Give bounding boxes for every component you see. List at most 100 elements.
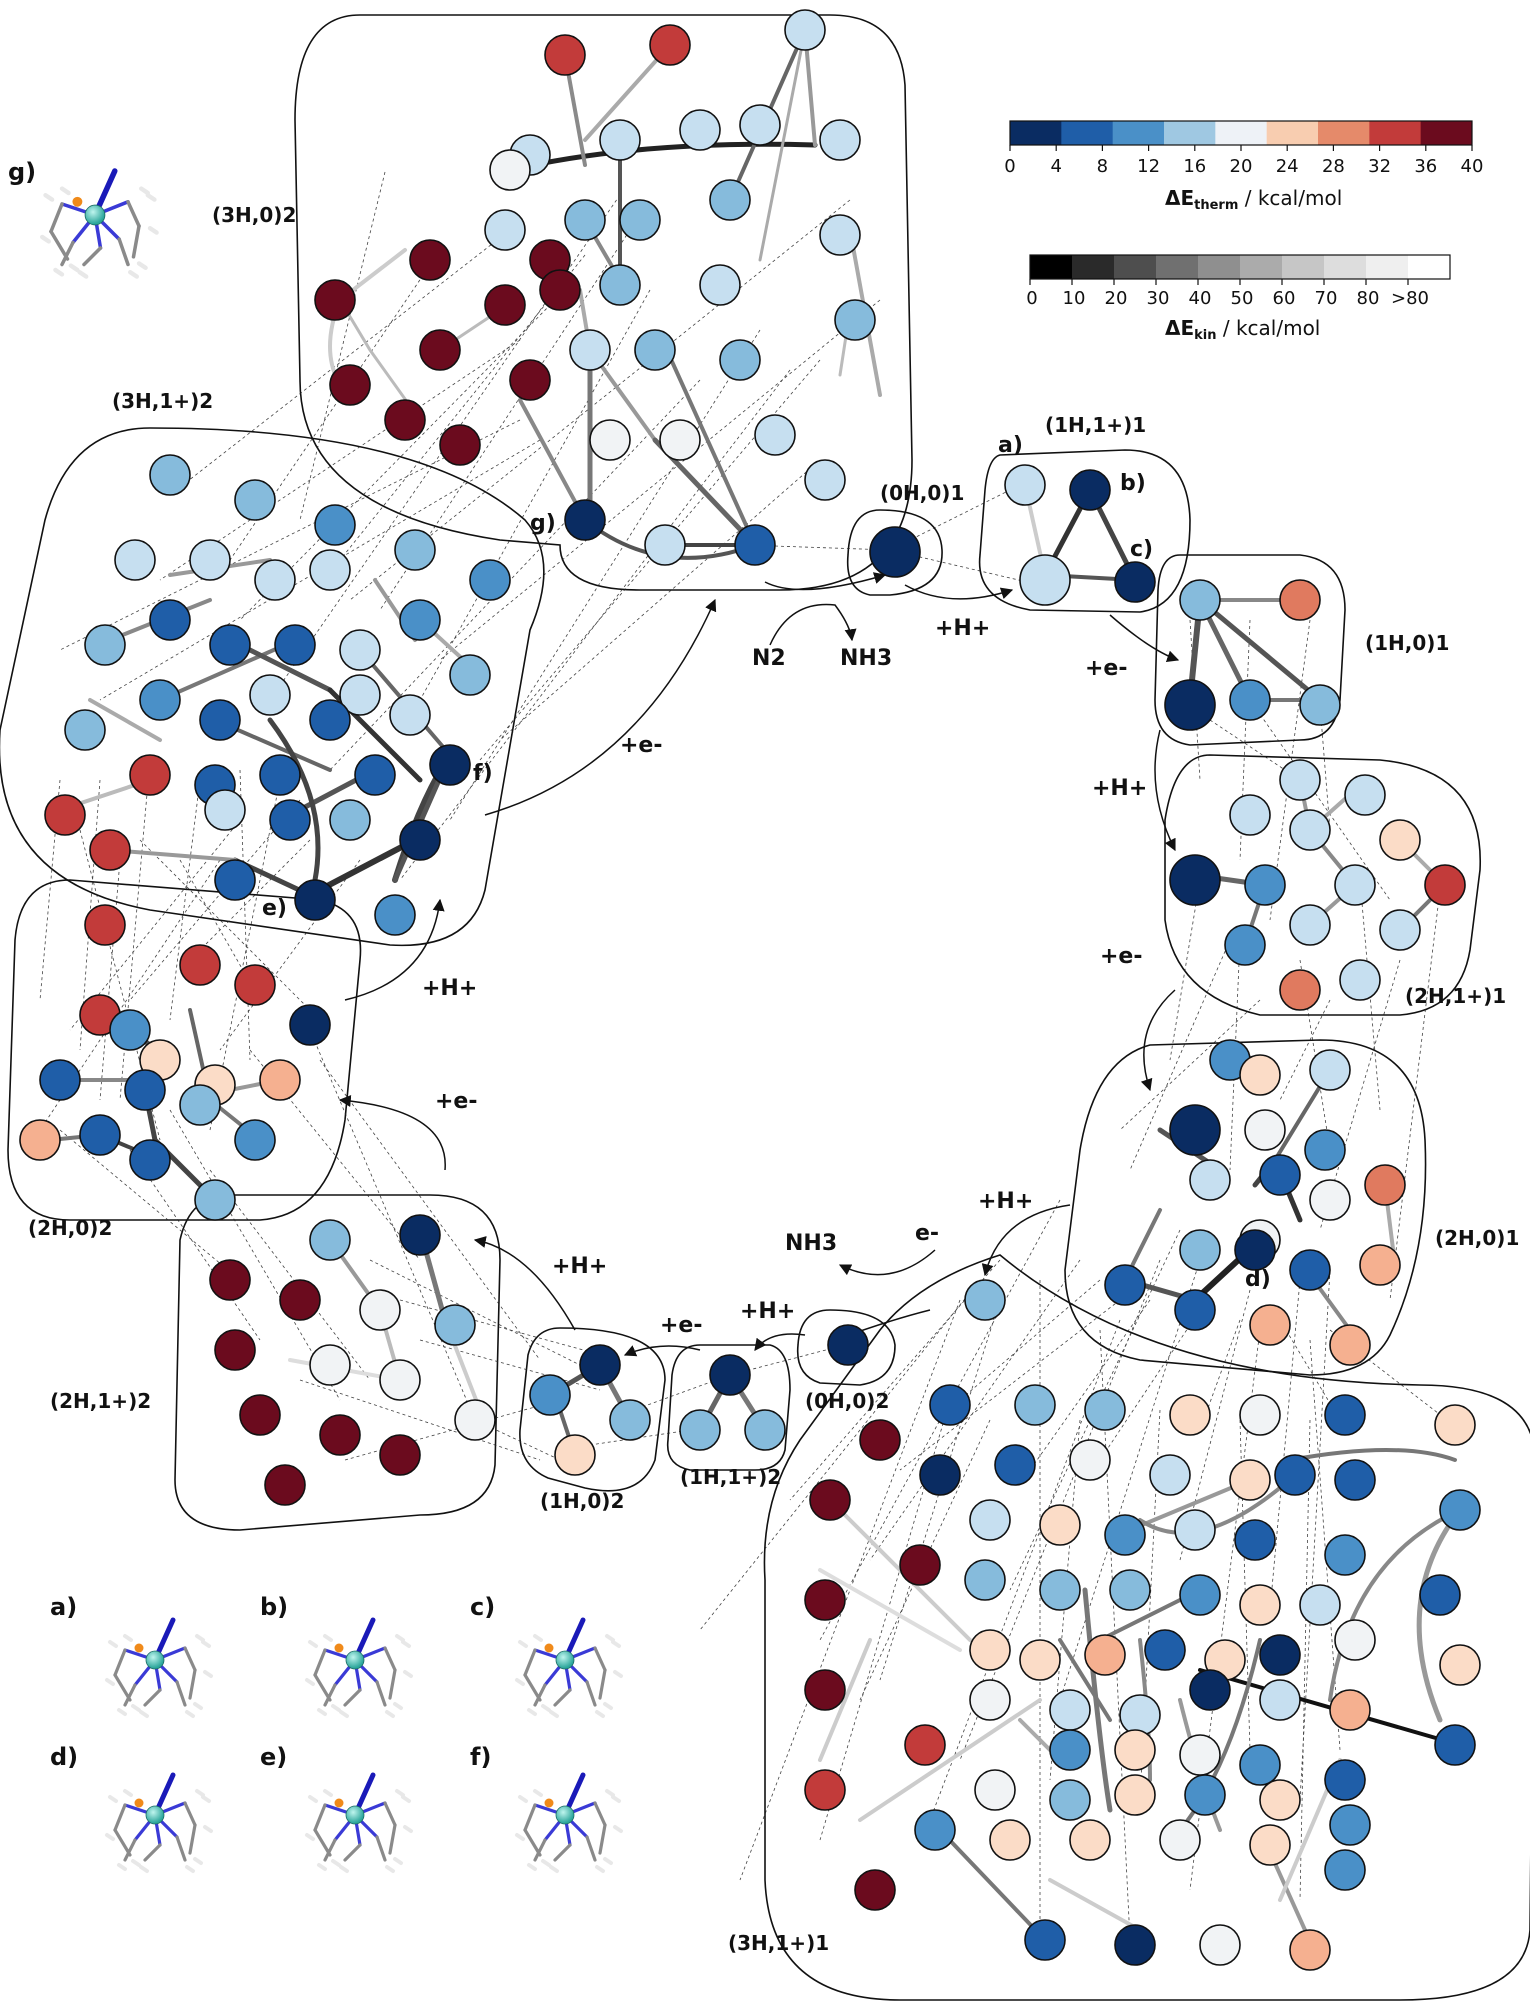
label-h-plus-3: +H+ [978, 1189, 1033, 1214]
therm-colorbar-swatch [1061, 121, 1114, 145]
network-node [179, 1084, 221, 1126]
molecule-hydrogen [603, 1857, 613, 1865]
network-node [644, 524, 686, 566]
network-node [544, 34, 586, 76]
cluster-label-1h0-2: (1H,0)2 [540, 1489, 624, 1513]
node-marker-g: g) [530, 511, 556, 536]
network-node [1299, 684, 1341, 726]
network-node [974, 1769, 1016, 1811]
network-node [374, 894, 416, 936]
network-node [264, 1464, 306, 1506]
network-node [1289, 1929, 1331, 1971]
kin-tick-label: 80 [1357, 288, 1380, 309]
molecule-hydrogen [185, 1865, 195, 1873]
network-node [354, 754, 396, 796]
network-node [539, 269, 581, 311]
structure-label-a: a) [50, 1593, 77, 1621]
network-node [994, 1444, 1036, 1486]
node-marker-d: d) [1245, 1267, 1271, 1292]
network-node [1024, 1919, 1066, 1961]
network-node [964, 1279, 1006, 1321]
molecule-bond [585, 1835, 597, 1862]
network-node [1329, 1324, 1371, 1366]
network-node [589, 419, 631, 461]
network-node [1069, 1439, 1111, 1481]
network-node [1224, 924, 1266, 966]
label-nh3-top: NH3 [840, 646, 892, 671]
network-node [579, 1344, 621, 1386]
network-node [19, 1119, 61, 1161]
therm-colorbar-swatch [1420, 121, 1473, 145]
network-node [259, 1059, 301, 1101]
molecule-hydrogen [393, 1857, 403, 1865]
molecule-bond [388, 1823, 397, 1855]
network-node [214, 1329, 256, 1371]
cluster-label-3h0-2: (3H,0)2 [212, 203, 296, 227]
network-node [1164, 679, 1216, 731]
network-node [929, 1384, 971, 1426]
molecule-structure [39, 168, 159, 279]
network-node [114, 539, 156, 581]
network-node [1114, 1924, 1156, 1966]
network-node [739, 104, 781, 146]
molecule-bond [49, 229, 70, 261]
molecule-hydrogen [317, 1863, 327, 1871]
network-node [699, 264, 741, 306]
network-node [1379, 909, 1421, 951]
outline-1h0-2 [519, 1327, 666, 1492]
cluster-label-2h0-1: (2H,0)1 [1435, 1226, 1519, 1250]
network-node [89, 829, 131, 871]
network-node [149, 599, 191, 641]
network-node [79, 1114, 121, 1156]
molecule-bond [323, 1838, 337, 1862]
molecule-orange-h [134, 1643, 144, 1653]
molecule-hydrogen [136, 261, 148, 271]
molecule-hydrogen [323, 1634, 333, 1642]
label-h-plus-2: +H+ [1092, 776, 1147, 801]
molecule-metal-center [555, 1805, 575, 1825]
network-node [1174, 1289, 1216, 1331]
network-node [439, 424, 481, 466]
label-e-minus-3: e- [915, 1221, 939, 1246]
network-node [84, 904, 126, 946]
network-node [1234, 1519, 1276, 1561]
network-node [1109, 1569, 1151, 1611]
kin-tick-label: 60 [1273, 288, 1296, 309]
molecule-bond [49, 202, 64, 234]
network-node [1249, 1824, 1291, 1866]
network-node [634, 329, 676, 371]
molecule-bond [131, 224, 141, 259]
network-node [1104, 1264, 1146, 1306]
network-node [234, 964, 276, 1006]
arrow-2h0-2-to-3h1-2 [344, 898, 445, 1001]
molecule-bond [323, 1683, 337, 1707]
molecule-orange-h [334, 1798, 344, 1808]
molecule-bond [117, 237, 130, 267]
structure-insets: g) a) b) c) d) e) f) [8, 158, 623, 1873]
molecule-bond [126, 200, 141, 228]
network-node [1114, 561, 1156, 603]
molecule-bond [375, 1835, 387, 1862]
molecule-hydrogen [105, 1678, 115, 1686]
therm-tick-label: 40 [1461, 156, 1484, 177]
network-node [1289, 904, 1331, 946]
network-node [1229, 1459, 1271, 1501]
kin-colorbar-swatch [1240, 255, 1283, 279]
molecule-bond [553, 1843, 572, 1862]
network-node [234, 1119, 276, 1161]
molecule-hydrogen [541, 1859, 551, 1867]
network-node [289, 1004, 331, 1046]
network-node [339, 629, 381, 671]
molecule-hydrogen [395, 1789, 405, 1797]
molecule-bond [313, 1673, 332, 1702]
cluster-label-3h1-1: (3H,1+)1 [728, 1931, 829, 1955]
molecule-hydrogen [533, 1634, 543, 1642]
network-node [1244, 1109, 1286, 1151]
molecule-hydrogen [518, 1640, 528, 1648]
molecule-hydrogen [201, 1795, 211, 1803]
kin-colorbar-swatches [1030, 255, 1451, 279]
arrow-0h0-2-to-1h1-2 [754, 1333, 806, 1351]
